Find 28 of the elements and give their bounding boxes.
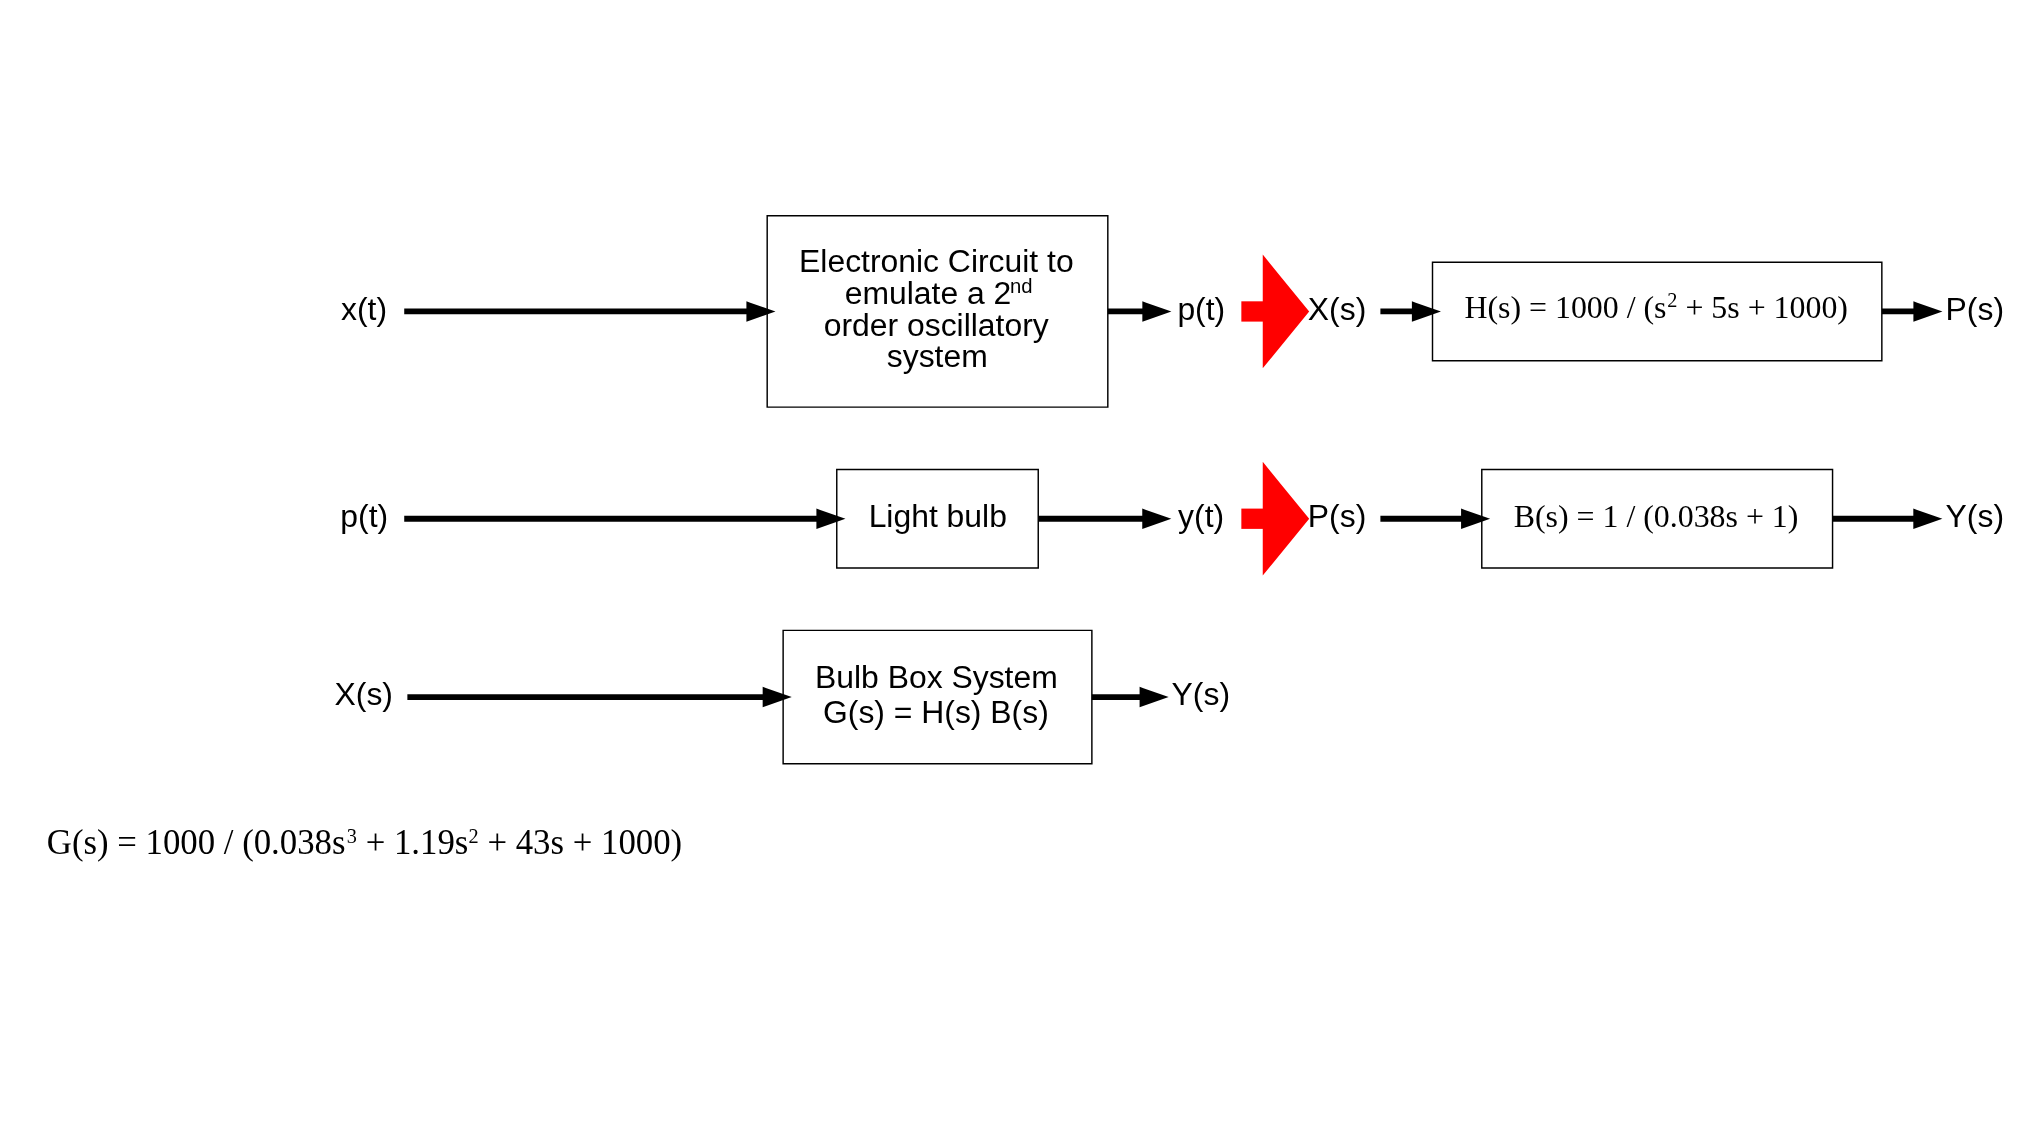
arrow xyxy=(1091,686,1169,707)
node-text: p(t) xyxy=(340,497,389,534)
arrow xyxy=(407,686,792,707)
node-text: X(s) xyxy=(1307,290,1367,327)
node-text: P(s) xyxy=(1307,497,1367,534)
node-box: H(s) = 1000 / (s$^{2}$ + 5s + 1000) xyxy=(1431,260,1883,361)
node-box: B(s) = 1 / (0.038s + 1) xyxy=(1481,468,1834,569)
arrow xyxy=(1380,508,1491,529)
label: G(s) = 1000 / (0.038s$^{3}$ + 1.19s$^{2}$ + 43s + 1000) xyxy=(46,822,683,862)
arrow xyxy=(1241,461,1310,576)
arrow xyxy=(1038,508,1172,529)
node-box: Electronic Circuit to emulate a 2$^{nd}$ order oscillatory system xyxy=(766,214,1109,408)
arrow xyxy=(1832,508,1943,529)
node-box: Light bulb xyxy=(836,468,1039,569)
node-text: P(s) xyxy=(1945,290,2005,327)
node-text: y(t) xyxy=(1178,497,1225,534)
node-box: Bulb Box System G(s) = H(s) B(s) xyxy=(782,629,1093,764)
node-text: Y(s) xyxy=(1945,497,2005,534)
node-text: Y(s) xyxy=(1171,675,1231,712)
arrow xyxy=(1380,300,1441,322)
arrow xyxy=(1108,300,1172,322)
arrow xyxy=(404,508,846,529)
node-text: p(t) xyxy=(1177,290,1226,327)
arrow xyxy=(1241,254,1310,368)
arrow xyxy=(404,300,776,322)
node-text: X(s) xyxy=(334,675,393,712)
arrow xyxy=(1881,300,1943,322)
node-text: x(t) xyxy=(341,290,388,327)
